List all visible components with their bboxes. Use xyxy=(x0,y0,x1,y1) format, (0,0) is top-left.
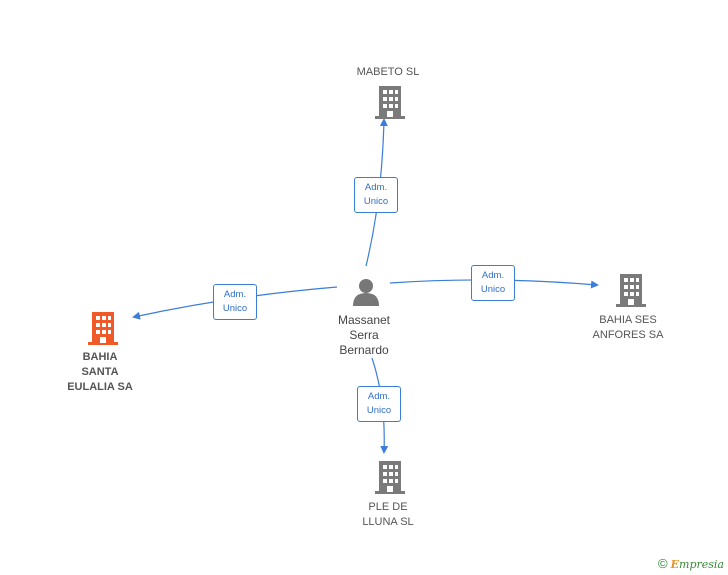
building-icon-bahia-ses[interactable] xyxy=(616,274,646,307)
role-badge-ple-lluna[interactable]: Adm. Unico xyxy=(357,386,401,422)
building-icon-mabeto[interactable] xyxy=(375,86,405,119)
company-label-bahia-ses[interactable]: BAHIA SES ANFORES SA xyxy=(592,314,664,341)
person-icon[interactable] xyxy=(353,279,379,306)
role-badge-line1: Adm. xyxy=(481,270,505,281)
role-badge-bahia-santa[interactable]: Adm. Unico xyxy=(213,284,257,320)
building-icon-bahia-santa[interactable] xyxy=(88,312,118,345)
role-badge-line2: Unico xyxy=(363,196,389,207)
role-badge-bahia-ses[interactable]: Adm. Unico xyxy=(471,265,515,301)
role-badge-line1: Adm. xyxy=(367,391,391,402)
company-label-ple-lluna[interactable]: PLE DE LLUNA SL xyxy=(362,501,414,528)
building-icon-ple-lluna[interactable] xyxy=(375,461,405,494)
company-label-mabeto[interactable]: MABETO SL xyxy=(356,66,420,78)
brand-logo-initial: E xyxy=(670,558,680,571)
person-name-label[interactable]: Massanet Serra Bernardo xyxy=(337,313,391,357)
role-badge-line2: Unico xyxy=(366,405,392,416)
brand-footer: ©Empresia xyxy=(658,556,724,571)
role-badge-line1: Adm. xyxy=(364,182,388,193)
role-badge-line2: Unico xyxy=(222,303,248,314)
company-label-bahia-santa[interactable]: BAHIA SANTA EULALIA SA xyxy=(67,351,133,393)
copyright-icon: © xyxy=(658,556,668,571)
role-badge-mabeto[interactable]: Adm. Unico xyxy=(354,177,398,213)
brand-logo-text: mpresia xyxy=(679,558,724,571)
role-badge-line2: Unico xyxy=(480,284,506,295)
role-badge-line1: Adm. xyxy=(223,289,247,300)
